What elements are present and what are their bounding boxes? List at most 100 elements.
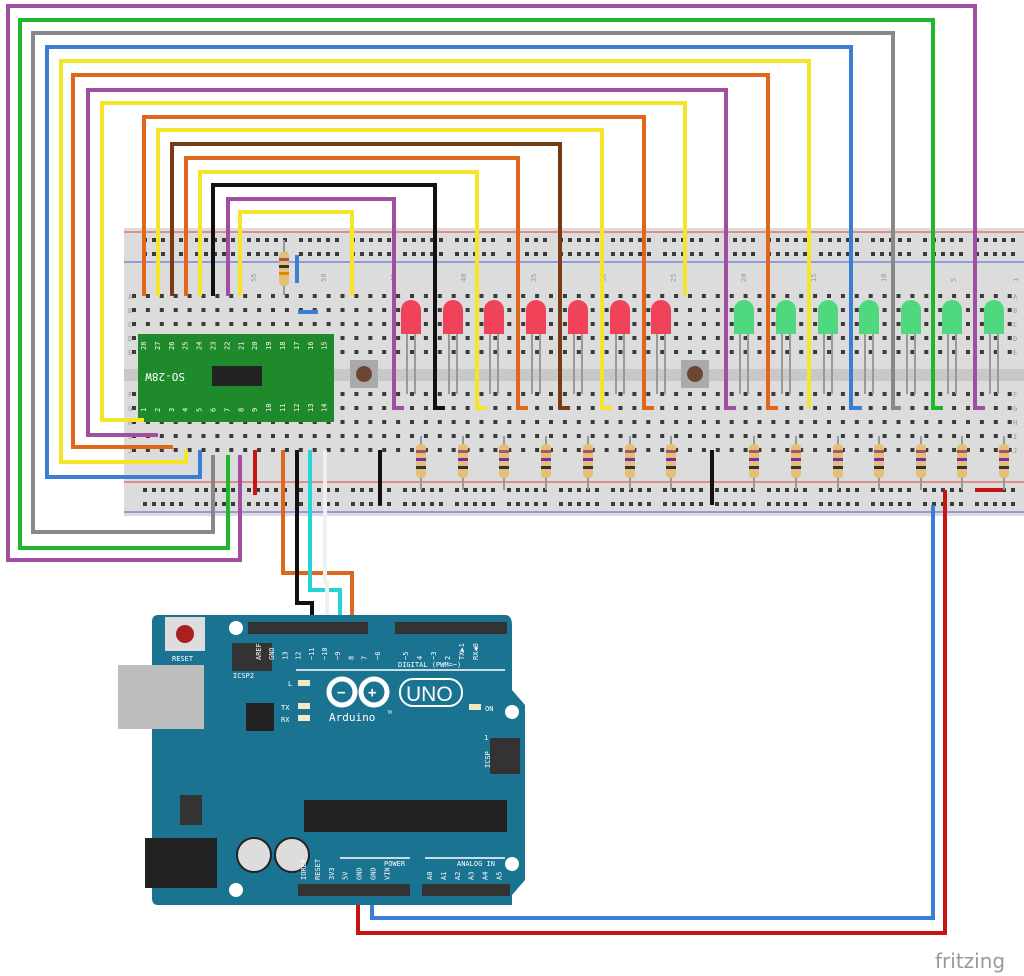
breadboard-hole: [924, 392, 929, 396]
rail-hole: [387, 502, 391, 506]
wire-yellow[interactable]: [198, 170, 487, 410]
rail-hole: [247, 502, 251, 506]
led-red-body: [568, 300, 588, 334]
rail-hole: [491, 502, 495, 506]
breadboard-hole: [590, 350, 595, 354]
breadboard-hole: [688, 322, 692, 326]
wire-yellow[interactable]: [100, 101, 687, 422]
chip-pin-label: 24: [196, 342, 204, 350]
rail-hole: [421, 238, 425, 242]
rail-hole: [663, 252, 667, 256]
breadboard-hole: [729, 434, 734, 438]
resistor-band: [833, 466, 843, 469]
breadboard-hole: [952, 336, 957, 340]
resistor-band: [916, 466, 926, 469]
wire-blue[interactable]: [45, 45, 862, 479]
breadboard-hole: [938, 294, 943, 298]
breadboard-hole: [590, 420, 595, 424]
wire-orange[interactable]: [184, 156, 528, 410]
digital-header-low[interactable]: [395, 622, 507, 634]
rail-hole: [828, 488, 832, 492]
wire-purple[interactable]: [86, 88, 736, 437]
breadboard-hole: [284, 448, 289, 452]
chip-pin-label: 28: [140, 342, 148, 350]
reset-button-cap[interactable]: [176, 625, 194, 643]
breadboard-hole: [590, 322, 595, 326]
breadboard-hole: [354, 448, 359, 452]
push-button-1[interactable]: [350, 360, 378, 388]
wire-yellow[interactable]: [156, 128, 612, 410]
rail-hole: [412, 488, 416, 492]
rail-hole: [482, 238, 486, 242]
rail-hole: [507, 238, 511, 242]
wire-white-pin12[interactable]: [323, 450, 329, 625]
wire-purple[interactable]: [6, 4, 985, 562]
power-header[interactable]: [298, 884, 410, 896]
rail-hole: [577, 252, 581, 256]
breadboard-hole: [701, 406, 706, 410]
breadboard-hole: [132, 406, 136, 410]
rail-hole: [534, 252, 538, 256]
breadboard-hole: [423, 294, 428, 298]
rail-hole: [231, 488, 235, 492]
breadboard-hole: [868, 448, 873, 452]
rail-hole: [923, 488, 927, 492]
breadboard-hole: [757, 392, 762, 396]
resistor-band: [833, 458, 843, 461]
breadboard-hole: [618, 392, 623, 396]
breadboard-hole: [604, 322, 609, 326]
analog-header[interactable]: [422, 884, 510, 896]
rail-hole: [195, 502, 199, 506]
wire-red-5v[interactable]: [356, 490, 947, 935]
breadboard-hole: [715, 420, 720, 424]
breadboard-hole: [966, 294, 970, 298]
wire-orange[interactable]: [71, 73, 778, 449]
breadboard-hole: [479, 294, 484, 298]
breadboard-hole: [340, 406, 345, 410]
breadboard-hole: [562, 336, 567, 340]
breadboard-hole: [465, 336, 470, 340]
breadboard-hole: [451, 350, 456, 354]
breadboard-hole: [966, 420, 970, 424]
breadboard-hole: [423, 308, 428, 312]
wire-orange-pin10[interactable]: [281, 450, 354, 625]
wire-orange[interactable]: [142, 115, 654, 410]
wire-black[interactable]: [211, 183, 445, 410]
breadboard-hole: [521, 294, 526, 298]
breadboard-hole: [284, 308, 289, 312]
breadboard-hole: [924, 448, 929, 452]
breadboard-hole: [243, 294, 248, 298]
breadboard-hole: [660, 420, 665, 424]
breadboard-hole: [159, 294, 164, 298]
rail-hole: [491, 488, 495, 492]
wire-brown[interactable]: [170, 142, 570, 410]
wire-yellow[interactable]: [59, 59, 811, 464]
breadboard-hole: [173, 294, 178, 298]
breadboard-hole: [688, 308, 692, 312]
breadboard-hole: [521, 448, 526, 452]
breadboard-hole: [966, 322, 970, 326]
chip-pin-label: 18: [279, 342, 287, 350]
wire-green[interactable]: [18, 18, 943, 550]
breadboard-hole: [813, 392, 818, 396]
breadboard-hole: [284, 322, 289, 326]
breadboard-hole: [757, 308, 762, 312]
breadboard-hole: [465, 350, 470, 354]
wire-purple[interactable]: [226, 197, 404, 410]
rail-hole: [1002, 502, 1006, 506]
wire-yellow[interactable]: [238, 210, 354, 296]
digital-pin-label: 8: [347, 656, 355, 660]
breadboard-hole: [840, 308, 845, 312]
resistor-band: [583, 450, 593, 453]
digital-header-high[interactable]: [248, 622, 368, 634]
rail-hole: [231, 238, 235, 242]
breadboard-hole: [840, 294, 845, 298]
breadboard-hole: [701, 392, 706, 396]
wire-gray[interactable]: [31, 31, 900, 534]
push-button-2[interactable]: [681, 360, 709, 388]
wire-black-pin13[interactable]: [295, 450, 314, 625]
breadboard-hole: [451, 392, 456, 396]
breadboard-hole: [257, 294, 262, 298]
rail-hole: [507, 502, 511, 506]
rail-hole: [317, 488, 321, 492]
